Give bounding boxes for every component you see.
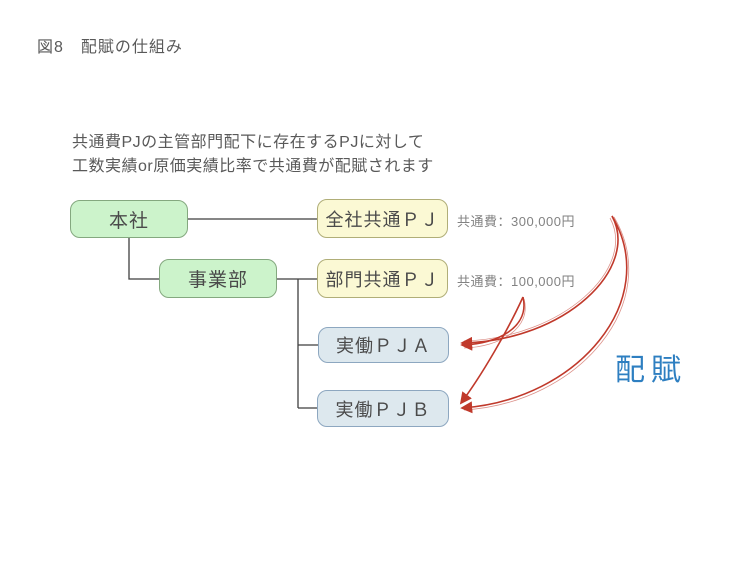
node-working-pj-b: 実働ＰＪＢ	[317, 390, 449, 427]
allocation-annotation: 配賦	[615, 354, 687, 387]
node-head-office: 本社	[70, 200, 188, 238]
description-line-2: 工数実績or原価実績比率で共通費が配賦されます	[72, 158, 434, 175]
sketch-stroke	[463, 217, 616, 342]
node-dept-common-pj: 部門共通ＰＪ	[317, 259, 448, 298]
allocation-arrow-deptpj-to-pjb	[459, 296, 524, 405]
node-head-office-label: 本社	[108, 210, 149, 232]
node-company-common-pj-label: 全社共通ＰＪ	[325, 209, 440, 230]
description-line-1: 共通費PJの主管部門配下に存在するPJに対して	[72, 134, 425, 151]
allocation-arrows	[459, 215, 630, 414]
allocation-arrow-companypj-to-pjb	[460, 215, 628, 414]
allocation-arrows-sketch-overlay	[463, 216, 630, 411]
cost-label-dept-common: 共通費：100,000円	[457, 274, 575, 289]
connector-headoffice-division	[128, 238, 159, 280]
node-working-pj-a-label: 実働ＰＪＡ	[336, 336, 431, 356]
cost-label-company-common: 共通費：300,000円	[457, 214, 575, 229]
node-working-pj-b-label: 実働ＰＪＢ	[335, 399, 431, 420]
figure-description: 共通費PJの主管部門配下に存在するPJに対して 工数実績or原価実績比率で共通費…	[72, 131, 434, 179]
node-company-common-pj: 全社共通ＰＪ	[317, 199, 448, 238]
allocation-arrow-companypj-to-pja	[460, 215, 619, 349]
allocation-arrow-deptpj-to-pja	[460, 296, 525, 351]
node-dept-common-pj-label: 部門共通ＰＪ	[325, 269, 440, 290]
node-working-pj-a: 実働ＰＪＡ	[318, 327, 449, 363]
sketch-stroke	[463, 298, 526, 349]
node-division-label: 事業部	[187, 270, 248, 291]
node-division: 事業部	[159, 259, 277, 298]
connector-lines	[128, 218, 318, 409]
sketch-stroke	[463, 216, 630, 411]
figure-title: 図8 配賦の仕組み	[37, 39, 183, 56]
